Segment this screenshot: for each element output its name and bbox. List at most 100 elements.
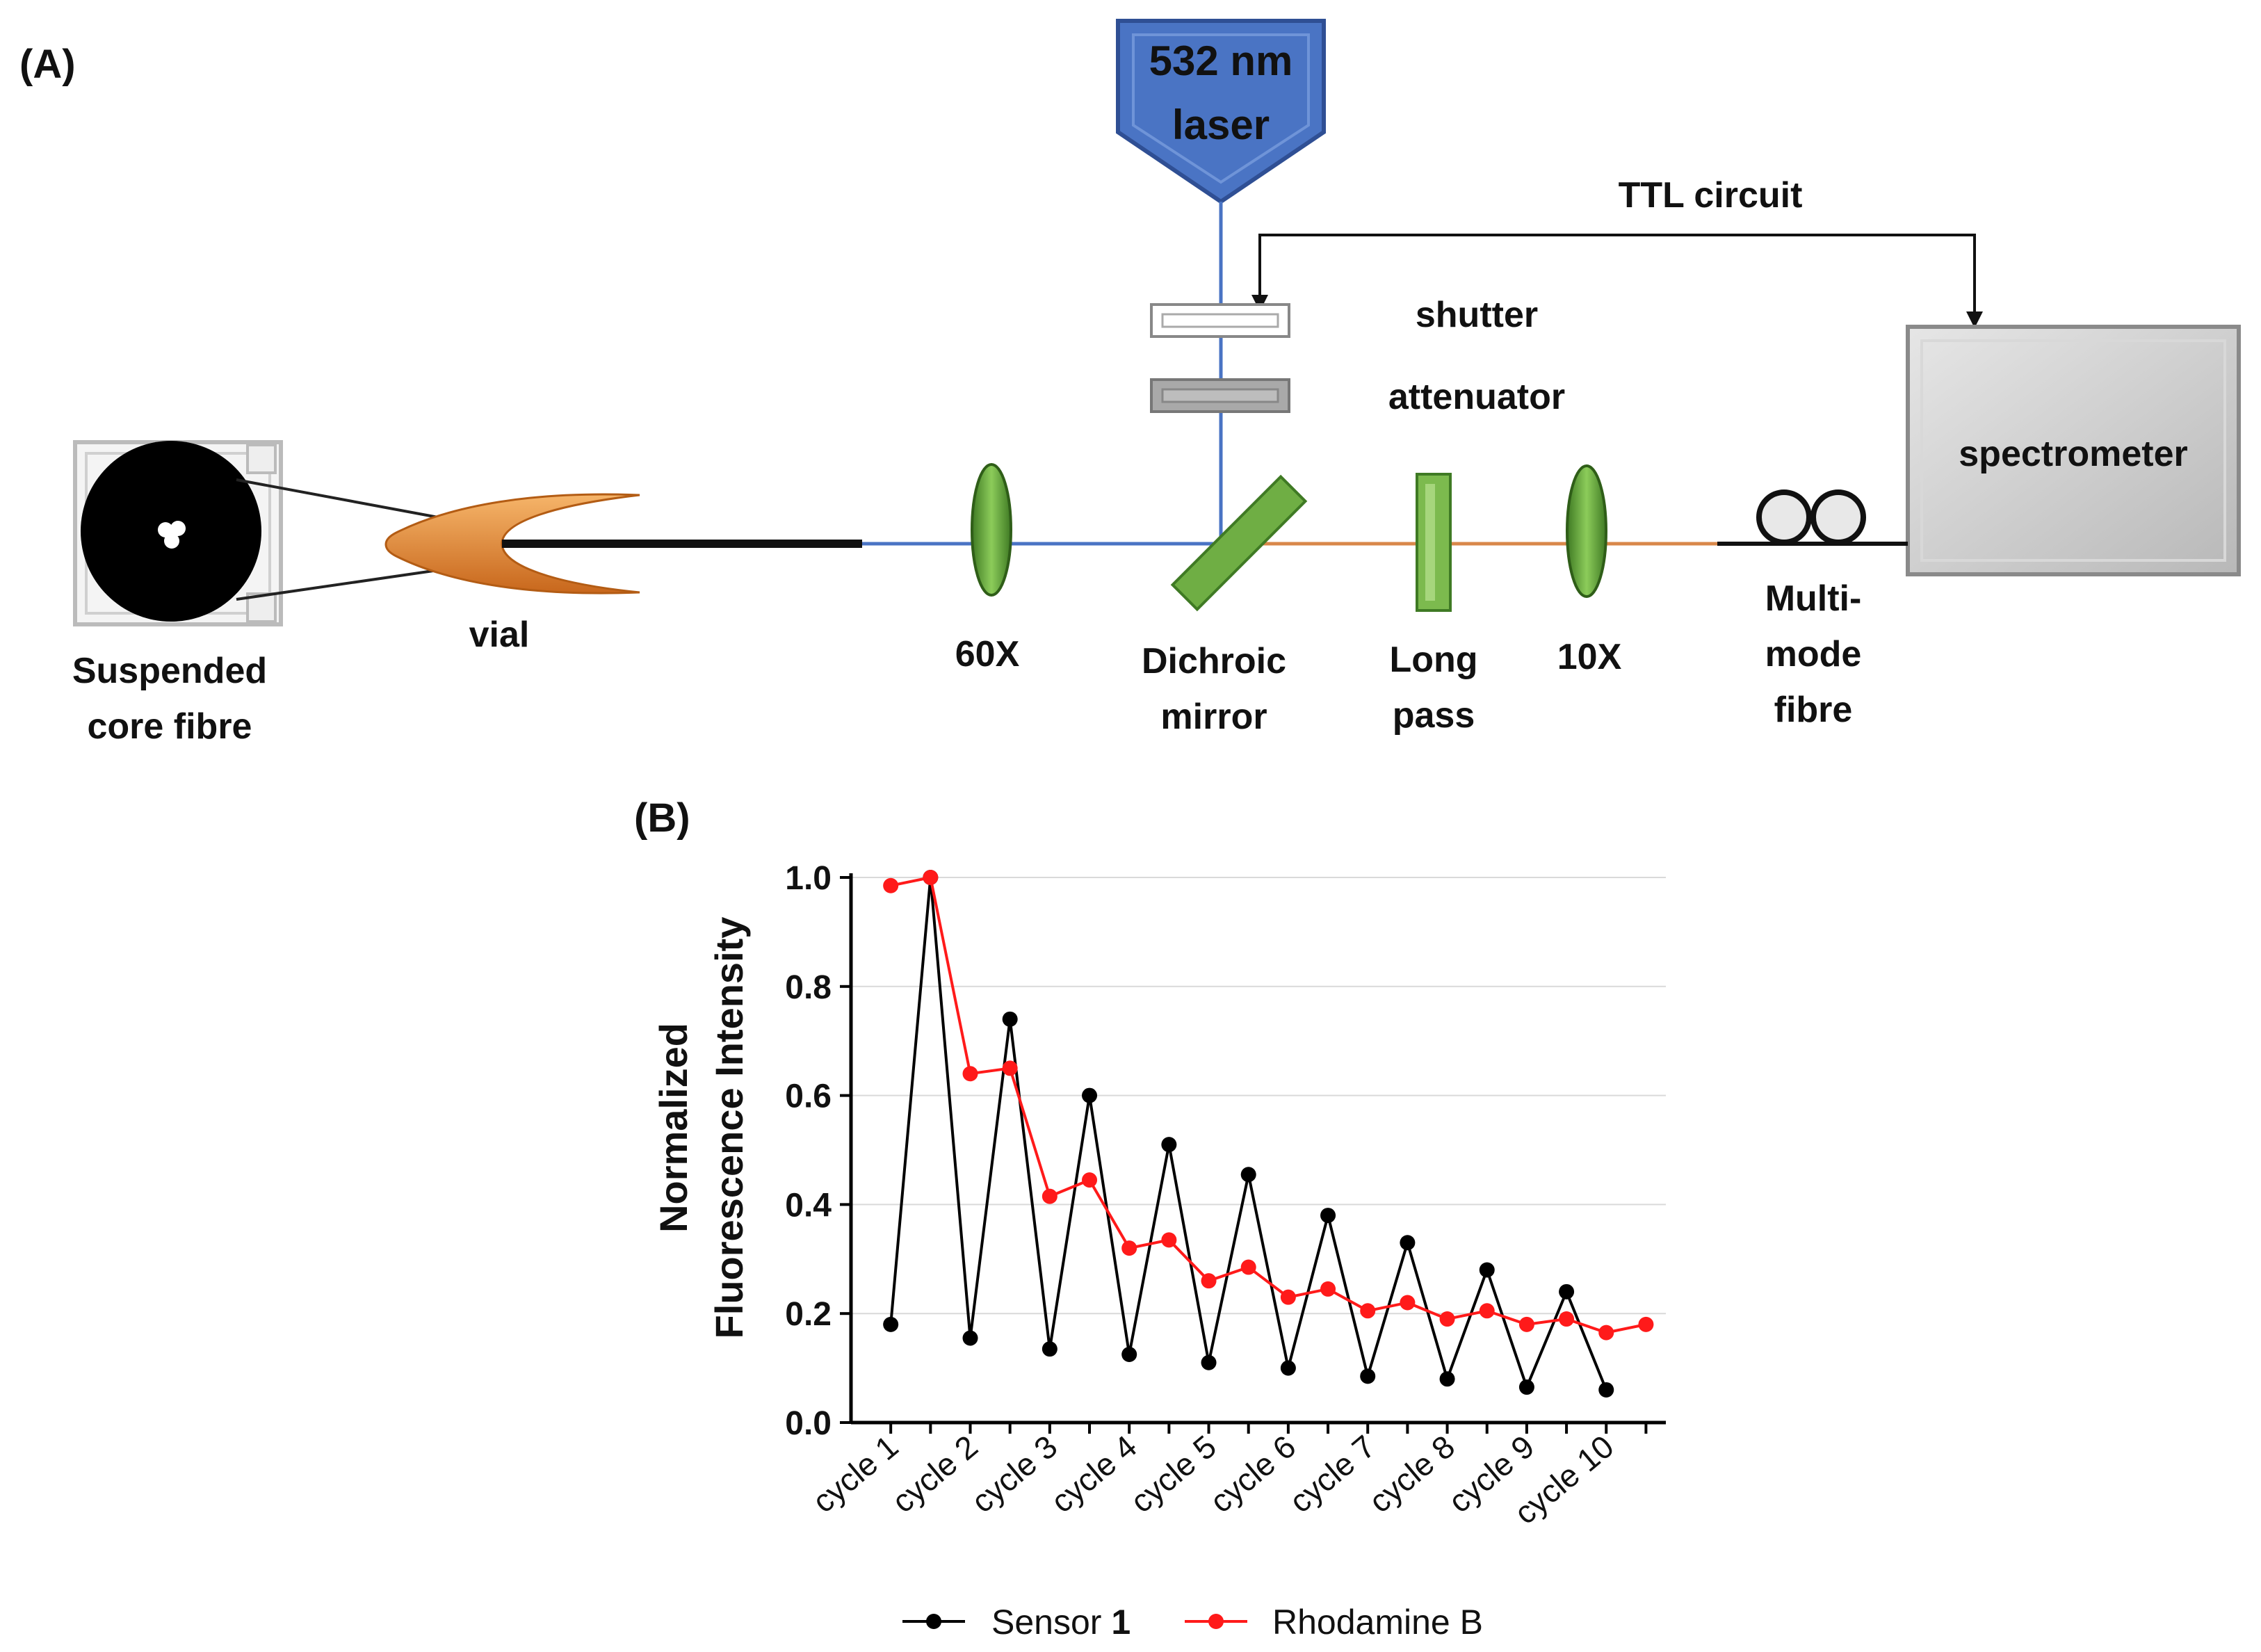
chart-legend: Sensor 1 Rhodamine B: [902, 1603, 1483, 1642]
data-point: [1320, 1281, 1336, 1297]
data-point: [1598, 1382, 1614, 1398]
data-point: [1240, 1167, 1256, 1183]
data-point: [1121, 1240, 1137, 1256]
data-point: [1082, 1172, 1098, 1188]
legend-sensor-marker: [926, 1614, 941, 1629]
chart-y-ticks: 0.0 0.2 0.4 0.6 0.8 1.0: [785, 860, 851, 1442]
chart-series: [883, 870, 1654, 1398]
laser-label-line1: 532 nm: [1149, 38, 1293, 84]
data-point: [1320, 1208, 1336, 1224]
y-tick-label: 0.2: [785, 1296, 832, 1333]
data-point: [1002, 1060, 1018, 1076]
dichroic-label-line1: Dichroic: [1142, 641, 1286, 681]
ttl-circuit: TTL circuit: [1251, 175, 1983, 328]
data-point: [1559, 1283, 1575, 1299]
legend-rhodamine-marker: [1208, 1614, 1224, 1629]
shutter: shutter: [1150, 295, 1538, 338]
chart-axes: [849, 873, 1666, 1425]
legend-sensor-bold: 1: [1111, 1603, 1130, 1642]
data-point: [1042, 1188, 1057, 1204]
attenuator: attenuator: [1150, 377, 1565, 417]
lens-10x: 10X: [1557, 464, 1622, 677]
data-point: [1280, 1289, 1296, 1305]
data-point: [962, 1330, 978, 1346]
data-point: [1240, 1259, 1256, 1275]
y-tick-label: 0.6: [785, 1078, 832, 1115]
fibre-connector-top: [236, 478, 439, 519]
spectrometer-label: spectrometer: [1959, 434, 2187, 474]
legend-rhodamine-label: Rhodamine B: [1272, 1603, 1483, 1642]
x-tick-label: cycle 7: [1283, 1428, 1382, 1520]
y-tick-label: 1.0: [785, 860, 832, 897]
lens-10x-label: 10X: [1557, 637, 1622, 677]
data-point: [1479, 1262, 1495, 1278]
data-point: [1638, 1316, 1654, 1332]
x-tick-label: cycle 8: [1362, 1428, 1461, 1520]
data-point: [1280, 1360, 1296, 1376]
y-axis-label-line2: Fluorescence Intensity: [707, 917, 751, 1339]
suspended-core-fibre: Suspended core fibre: [72, 440, 283, 747]
data-point: [1360, 1303, 1376, 1319]
data-point: [1400, 1235, 1416, 1251]
mm-label-line3: fibre: [1774, 690, 1853, 730]
x-tick-label: cycle 2: [885, 1428, 984, 1520]
mm-label-line2: mode: [1765, 634, 1862, 674]
lens-60x-label: 60X: [955, 634, 1020, 674]
data-point: [1161, 1232, 1177, 1248]
y-tick-label: 0.4: [785, 1187, 832, 1224]
series-sensor-1: [883, 870, 1614, 1398]
data-point: [1518, 1316, 1534, 1332]
y-tick-label: 0.0: [785, 1405, 832, 1442]
y-tick-label: 0.8: [785, 969, 832, 1006]
legend-sensor-label: Sensor 1: [991, 1603, 1130, 1642]
longpass-label-line2: pass: [1393, 695, 1475, 736]
ttl-label: TTL circuit: [1619, 175, 1803, 216]
data-point: [1002, 1011, 1018, 1027]
data-point: [1598, 1325, 1614, 1341]
y-axis-label-line1: Normalized: [651, 1023, 695, 1233]
spectrometer: spectrometer: [1906, 325, 2241, 576]
data-point: [1042, 1341, 1057, 1357]
data-point: [1479, 1303, 1495, 1319]
data-point: [1439, 1311, 1455, 1327]
dichroic-mirror: Dichroic mirror: [1142, 474, 1308, 737]
vial: vial: [384, 493, 640, 655]
data-point: [1201, 1273, 1217, 1289]
shutter-label: shutter: [1416, 295, 1538, 335]
fibre-label-line1: Suspended: [72, 651, 267, 691]
data-point: [1121, 1347, 1137, 1362]
data-point: [1400, 1295, 1416, 1311]
panel-b-label: (B): [634, 795, 690, 841]
data-point: [1439, 1371, 1455, 1387]
x-tick-label: cycle 5: [1124, 1428, 1223, 1520]
x-tick-label: cycle 3: [964, 1428, 1064, 1520]
chart-gridlines: [851, 877, 1666, 1315]
x-tick-label: cycle 4: [1044, 1428, 1144, 1520]
data-point: [1082, 1087, 1098, 1103]
laser-source: 532 nm laser: [1116, 19, 1326, 204]
data-point: [1360, 1368, 1376, 1384]
data-point: [883, 877, 899, 893]
fibre-label-line2: core fibre: [88, 706, 252, 747]
long-pass-filter: Long pass: [1389, 473, 1478, 736]
series-line: [890, 875, 1646, 1334]
lens-60x: 60X: [955, 463, 1020, 674]
vial-label: vial: [469, 615, 530, 655]
data-point: [1201, 1354, 1217, 1370]
data-point: [923, 870, 939, 885]
panel-a-label: (A): [19, 42, 76, 87]
series-rhodamine-b: [883, 870, 1654, 1341]
data-point: [1559, 1311, 1575, 1327]
fibre-connector-bottom: [236, 569, 439, 601]
data-point: [962, 1066, 978, 1082]
data-point: [1161, 1137, 1177, 1153]
longpass-label-line1: Long: [1389, 640, 1477, 680]
x-tick-label: cycle 6: [1203, 1428, 1302, 1520]
laser-label-line2: laser: [1172, 102, 1270, 148]
dichroic-label-line2: mirror: [1160, 697, 1267, 737]
mm-label-line1: Multi-: [1765, 578, 1862, 619]
data-point: [1518, 1379, 1534, 1395]
